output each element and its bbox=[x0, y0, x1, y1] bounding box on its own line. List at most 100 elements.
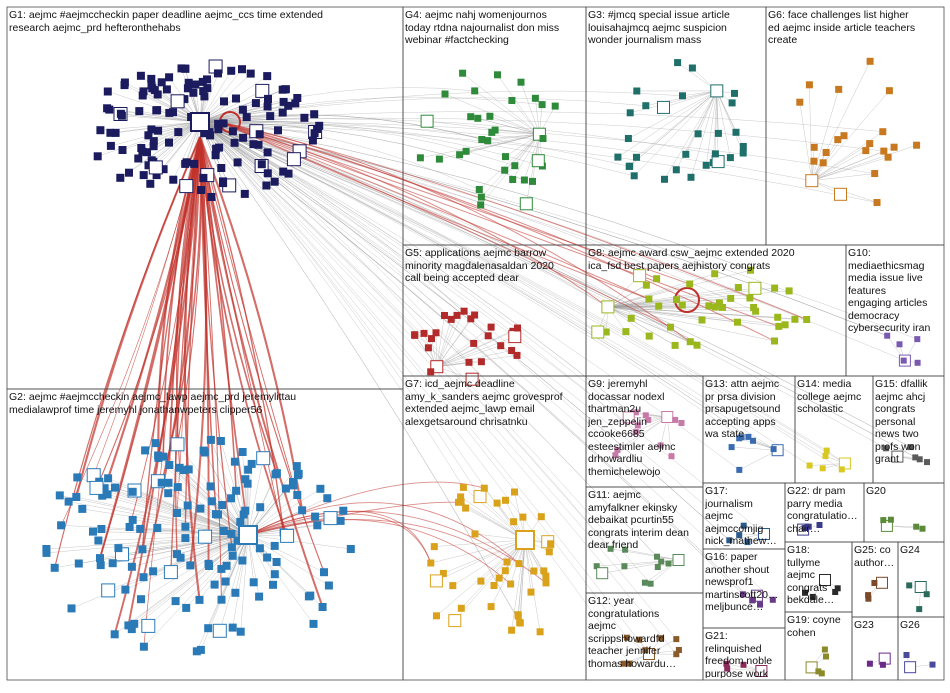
node bbox=[509, 627, 515, 633]
node bbox=[520, 198, 532, 210]
node bbox=[256, 545, 263, 552]
node bbox=[495, 72, 501, 78]
node bbox=[319, 604, 326, 611]
node bbox=[104, 105, 111, 112]
node bbox=[340, 507, 347, 514]
node bbox=[450, 583, 456, 589]
node bbox=[689, 65, 695, 71]
node bbox=[694, 342, 700, 348]
node bbox=[97, 127, 104, 134]
node bbox=[627, 110, 633, 116]
node bbox=[463, 505, 469, 511]
node bbox=[229, 128, 236, 135]
node bbox=[228, 67, 235, 74]
node bbox=[204, 76, 211, 83]
node bbox=[294, 95, 301, 102]
node bbox=[138, 596, 145, 603]
node bbox=[228, 530, 235, 537]
node bbox=[874, 200, 880, 206]
node bbox=[207, 483, 214, 490]
node bbox=[463, 148, 469, 154]
node bbox=[920, 526, 925, 531]
node bbox=[740, 144, 746, 150]
node bbox=[782, 322, 788, 328]
edge bbox=[525, 540, 540, 632]
node bbox=[175, 129, 182, 136]
node bbox=[915, 360, 920, 365]
node bbox=[631, 173, 637, 179]
node bbox=[417, 155, 423, 161]
node bbox=[158, 79, 165, 86]
node bbox=[666, 561, 671, 566]
node bbox=[539, 102, 545, 108]
node bbox=[496, 575, 502, 581]
node bbox=[628, 315, 634, 321]
node bbox=[811, 144, 817, 150]
node bbox=[867, 58, 873, 64]
node bbox=[257, 504, 264, 511]
group-label: G11: aejmc amyfalkner ekinsky debaikat p… bbox=[588, 489, 701, 552]
node bbox=[137, 525, 144, 532]
node bbox=[740, 150, 746, 156]
node bbox=[541, 568, 547, 574]
node bbox=[240, 134, 247, 141]
node bbox=[221, 98, 228, 105]
node bbox=[548, 541, 554, 547]
node bbox=[771, 447, 776, 452]
node bbox=[472, 531, 478, 537]
node bbox=[627, 163, 633, 169]
node bbox=[881, 518, 886, 523]
node bbox=[165, 490, 172, 497]
node bbox=[485, 138, 491, 144]
node bbox=[183, 604, 190, 611]
node bbox=[706, 303, 712, 309]
node bbox=[68, 605, 75, 612]
node bbox=[502, 568, 508, 574]
node bbox=[281, 529, 294, 542]
node bbox=[915, 337, 920, 342]
group-label: G23 bbox=[854, 619, 896, 632]
node bbox=[200, 88, 207, 95]
node bbox=[271, 571, 278, 578]
node bbox=[176, 464, 183, 471]
node bbox=[659, 559, 664, 564]
node bbox=[543, 580, 549, 586]
node bbox=[166, 74, 173, 81]
node bbox=[538, 514, 544, 520]
node bbox=[474, 491, 486, 503]
group-label: G10: mediaethicsmag media issue live fea… bbox=[848, 247, 942, 335]
node bbox=[520, 514, 526, 520]
node bbox=[129, 488, 136, 495]
node bbox=[431, 544, 437, 550]
node bbox=[314, 522, 321, 529]
node bbox=[220, 528, 227, 535]
node bbox=[243, 114, 250, 121]
node bbox=[79, 505, 86, 512]
node bbox=[772, 338, 778, 344]
node bbox=[655, 554, 660, 559]
group-label: G14: media college aejmc scholastic bbox=[797, 378, 871, 416]
node bbox=[472, 88, 478, 94]
node bbox=[478, 578, 484, 584]
node bbox=[213, 145, 220, 152]
node bbox=[347, 546, 354, 553]
group-label: G8: aejmc award csw_aejmc extended 2020 … bbox=[588, 247, 844, 272]
node bbox=[117, 174, 124, 181]
node bbox=[733, 129, 739, 135]
node bbox=[646, 296, 652, 302]
node bbox=[517, 620, 523, 626]
node bbox=[915, 582, 926, 593]
node bbox=[456, 499, 462, 505]
node bbox=[479, 137, 485, 143]
node bbox=[623, 329, 629, 335]
node bbox=[182, 535, 189, 542]
node bbox=[139, 92, 146, 99]
node bbox=[433, 330, 439, 336]
node bbox=[715, 130, 721, 136]
node bbox=[264, 554, 271, 561]
node bbox=[835, 188, 847, 200]
node bbox=[250, 579, 257, 586]
node bbox=[488, 324, 494, 330]
node bbox=[311, 111, 318, 118]
node bbox=[824, 448, 829, 453]
